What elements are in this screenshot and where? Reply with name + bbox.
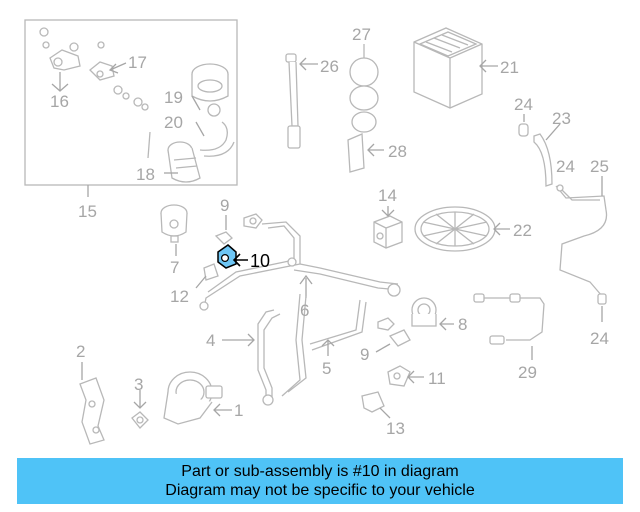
callout-9-lower[interactable]: 9 <box>360 345 369 364</box>
part-20-hose <box>199 121 228 151</box>
callout-8[interactable]: 8 <box>458 315 467 334</box>
part-4-pipe <box>257 309 281 400</box>
part-21-module <box>413 27 483 109</box>
part-1-pump <box>163 371 223 425</box>
part-28-bracket <box>347 133 365 173</box>
callout-13[interactable]: 13 <box>386 419 405 438</box>
callout-9-upper[interactable]: 9 <box>220 196 229 215</box>
part-23-hose <box>533 133 553 187</box>
callout-27[interactable]: 27 <box>352 25 371 44</box>
parts-diagram: 1 2 3 4 5 6 7 8 9 9 10 11 12 13 14 15 16… <box>24 19 609 445</box>
part-26-rod <box>285 53 301 149</box>
callout-7[interactable]: 7 <box>170 258 179 277</box>
info-banner: Part or sub-assembly is #10 in diagram D… <box>17 458 623 504</box>
part-17 <box>89 61 115 81</box>
callout-26[interactable]: 26 <box>320 57 339 76</box>
part-18-filter <box>147 131 201 183</box>
callout-19[interactable]: 19 <box>164 88 183 107</box>
callout-24-mid[interactable]: 24 <box>556 157 575 176</box>
callout-21[interactable]: 21 <box>500 58 519 77</box>
part-10-leader-arrow <box>232 253 248 267</box>
part-22-disc <box>414 206 496 252</box>
part-2-bracket <box>79 377 105 445</box>
callout-6[interactable]: 6 <box>300 301 309 320</box>
callout-11[interactable]: 11 <box>428 369 446 388</box>
callout-29[interactable]: 29 <box>518 363 537 382</box>
part-10-highlighted[interactable] <box>217 244 237 269</box>
callout-24-bottom[interactable]: 24 <box>590 329 609 348</box>
part-19-valve <box>191 63 229 117</box>
part-9-gasket-upper <box>214 213 263 245</box>
callout-23[interactable]: 23 <box>552 109 571 128</box>
callout-2[interactable]: 2 <box>76 342 85 361</box>
part-27 <box>349 44 379 133</box>
callout-10[interactable]: 10 <box>250 251 270 271</box>
callout-22[interactable]: 22 <box>513 221 532 240</box>
callout-14[interactable]: 14 <box>378 186 397 205</box>
part-7-valve <box>160 204 188 243</box>
part-16-bracket <box>39 27 105 71</box>
part-25-line <box>555 185 608 297</box>
banner-line-2: Diagram may not be specific to your vehi… <box>165 482 475 499</box>
callout-24-top[interactable]: 24 <box>514 95 533 114</box>
part-8-valve <box>411 297 437 327</box>
callout-5[interactable]: 5 <box>322 359 331 378</box>
callout-4[interactable]: 4 <box>206 331 215 350</box>
callout-20[interactable]: 20 <box>164 113 183 132</box>
part-13-bracket <box>361 391 385 413</box>
callout-12[interactable]: 12 <box>170 287 189 306</box>
part-5-pipe <box>281 293 367 397</box>
inset-box <box>24 19 238 186</box>
callout-15[interactable]: 15 <box>78 202 97 221</box>
callout-3[interactable]: 3 <box>134 375 143 394</box>
banner-line-1: Part or sub-assembly is #10 in diagram <box>181 463 459 480</box>
callout-28[interactable]: 28 <box>388 142 407 161</box>
part-14 <box>373 215 403 249</box>
callout-25[interactable]: 25 <box>590 157 609 176</box>
callout-18[interactable]: 18 <box>136 165 155 184</box>
part-29-sensor <box>473 293 545 345</box>
part-12 <box>203 263 219 281</box>
part-9-gasket-lower <box>388 329 411 347</box>
callout-17[interactable]: 17 <box>128 53 147 72</box>
callout-1[interactable]: 1 <box>234 401 243 420</box>
callout-16[interactable]: 16 <box>50 92 69 111</box>
